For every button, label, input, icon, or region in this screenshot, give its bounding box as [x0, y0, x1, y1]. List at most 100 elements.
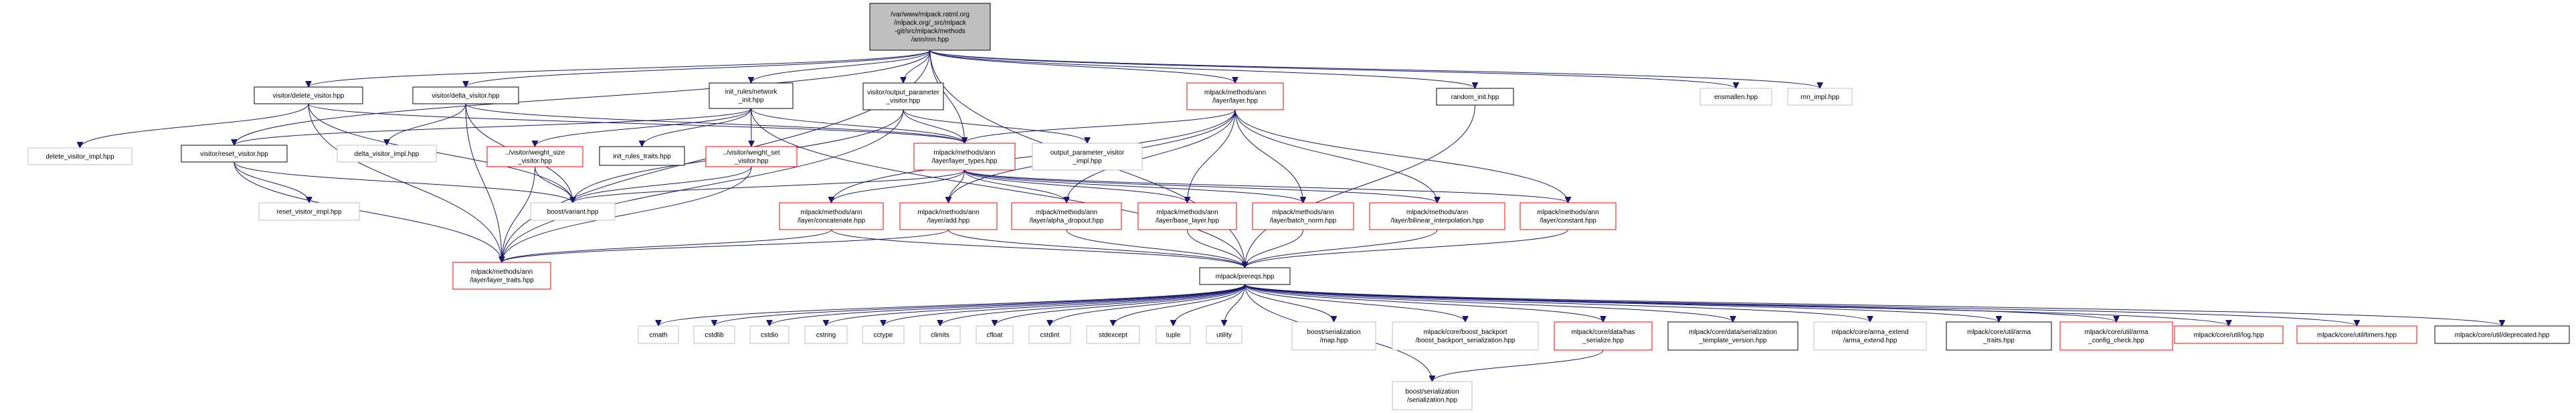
node-label-line: visitor/output_parameter: [867, 89, 940, 96]
edge-layer-types-to-bilinear-interpolation: [964, 169, 1438, 203]
node-rnn-impl[interactable]: rnn_impl.hpp: [1787, 88, 1853, 106]
node-label-line: /layer/layer.hpp: [1212, 98, 1258, 105]
node-root[interactable]: /var/www/mlpack.ratml.org/mlpack.org/_sr…: [869, 3, 991, 51]
node-label-line: cstdio: [761, 331, 779, 339]
node-box: [1186, 82, 1284, 110]
node-label-line: cctype: [874, 331, 893, 339]
node-concatenate[interactable]: mlpack/methods/ann/layer/concatenate.hpp: [779, 202, 884, 230]
node-delta-visitor-impl[interactable]: delta_visitor_impl.hpp: [337, 145, 437, 163]
node-box: [1086, 325, 1140, 344]
edge-network-init-to-layer-types: [751, 108, 965, 144]
node-weight-set-visitor[interactable]: ../visitor/weight_set_visitor.hpp: [705, 146, 798, 167]
edge-prereqs-to-cstdlib: [715, 284, 1245, 327]
node-utility[interactable]: utility: [1206, 325, 1243, 344]
node-cstdio[interactable]: cstdio: [749, 325, 790, 344]
node-label-line: _traits.hpp: [1983, 337, 2015, 345]
node-cctype[interactable]: cctype: [862, 325, 905, 344]
node-box: [2434, 325, 2570, 344]
node-ensmallen[interactable]: ensmallen.hpp: [1699, 88, 1772, 106]
node-climits[interactable]: climits: [919, 325, 961, 344]
node-box: [693, 325, 735, 344]
node-constant[interactable]: mlpack/methods/ann/layer/constant.hpp: [1520, 202, 1617, 230]
node-box: [1520, 202, 1617, 230]
edge-layer-types-to-batch-norm: [964, 169, 1303, 203]
node-delete-visitor-impl[interactable]: delete_visitor_impl.hpp: [27, 147, 132, 165]
node-output-parameter-visitor-impl[interactable]: output_parameter_visitor_impl.hpp: [1032, 143, 1143, 171]
edge-constant-to-prereqs: [1245, 229, 1568, 268]
node-random-init[interactable]: random_init.hpp: [1436, 88, 1514, 106]
node-layer-types[interactable]: mlpack/methods/ann/layer/layer_types.hpp: [913, 143, 1016, 171]
node-cstring[interactable]: cstring: [804, 325, 848, 344]
node-label-line: mlpack/prereqs.hpp: [1216, 273, 1275, 280]
node-cstdint[interactable]: cstdint: [1028, 325, 1071, 344]
node-layer[interactable]: mlpack/methods/ann/layer/layer.hpp: [1186, 82, 1284, 110]
node-arma-extend[interactable]: mlpack/core/arma_extend/arma_extend.hpp: [1813, 321, 1927, 351]
edge-reset-visitor-to-reset-visitor-impl: [234, 161, 309, 203]
node-base-layer[interactable]: mlpack/methods/ann/layer/base_layer.hpp: [1137, 202, 1237, 230]
node-reset-visitor[interactable]: visitor/reset_visitor.hpp: [181, 145, 288, 163]
node-arma-config-check[interactable]: mlpack/core/util/arma_config_check.hpp: [2059, 321, 2173, 351]
node-label-line: ../visitor/weight_size: [505, 149, 565, 157]
node-label-line: visitor/delete_visitor.hpp: [273, 92, 345, 100]
edge-prereqs-to-log: [1245, 284, 2229, 327]
node-cmath[interactable]: cmath: [638, 325, 679, 344]
edge-output-parameter-visitor-to-layer-traits: [502, 109, 904, 262]
node-label-line: mlpack/core/util/arma: [1967, 329, 2031, 336]
edge-add-to-layer-traits: [502, 229, 949, 263]
node-boost-backport[interactable]: mlpack/core/boost_backport/boost_backpor…: [1392, 321, 1539, 351]
node-box: [869, 3, 991, 51]
node-label-line: /boost_backport_serialization.hpp: [1416, 337, 1515, 345]
edge-prereqs-to-boost-backport: [1245, 284, 1466, 323]
node-label-line: ../visitor/weight_set: [723, 149, 779, 157]
node-tuple[interactable]: tuple: [1156, 325, 1191, 344]
node-output-parameter-visitor[interactable]: visitor/output_parameter_visitor.hpp: [862, 82, 944, 110]
node-cfloat[interactable]: cfloat: [976, 325, 1014, 344]
node-has-serialize[interactable]: mlpack/core/data/has_serialize.hpp: [1554, 321, 1653, 351]
edge-layer-types-to-base-layer: [964, 169, 1188, 203]
node-label-line: mlpack/core/util/log.hpp: [2193, 331, 2264, 339]
node-box: [254, 86, 363, 104]
node-delete-visitor[interactable]: visitor/delete_visitor.hpp: [254, 86, 363, 104]
edge-reset-visitor-to-layer-traits: [234, 161, 502, 262]
node-label-line: init_rules_traits.hpp: [613, 153, 671, 160]
node-box: [899, 202, 998, 230]
node-add[interactable]: mlpack/methods/ann/layer/add.hpp: [899, 202, 998, 230]
node-network-init[interactable]: init_rules/network_init.hpp: [709, 82, 794, 109]
node-layer-traits[interactable]: mlpack/methods/ann/layer/layer_traits.hp…: [452, 262, 551, 290]
node-deprecated[interactable]: mlpack/core/util/deprecated.hpp: [2434, 325, 2570, 344]
edge-reset-visitor-to-boost-variant: [234, 161, 573, 203]
node-box: [337, 145, 437, 163]
edge-layer-types-to-add: [949, 169, 965, 203]
node-stdexcept[interactable]: stdexcept: [1086, 325, 1140, 344]
node-label-line: ensmallen.hpp: [1714, 94, 1758, 101]
node-label-line: /mlpack.org/_src/mlpack: [894, 19, 967, 27]
node-delta-visitor[interactable]: visitor/delta_visitor.hpp: [412, 86, 519, 104]
node-init-rules-traits[interactable]: init_rules_traits.hpp: [599, 146, 685, 166]
node-box: [919, 325, 961, 344]
node-reset-visitor-impl[interactable]: reset_visitor_impl.hpp: [258, 202, 360, 221]
node-box: [913, 143, 1016, 171]
node-label-line: /layer/constant.hpp: [1540, 218, 1596, 225]
node-box: [1199, 267, 1291, 285]
node-log[interactable]: mlpack/core/util/log.hpp: [2174, 325, 2284, 344]
node-cstdlib[interactable]: cstdlib: [693, 325, 735, 344]
node-box: [862, 82, 944, 110]
node-bilinear-interpolation[interactable]: mlpack/methods/ann/layer/bilinear_interp…: [1369, 202, 1505, 230]
edge-root-to-reset-visitor: [234, 50, 931, 145]
node-box: [709, 82, 794, 109]
node-boost-serialization[interactable]: boost/serialization/serialization.hpp: [1392, 381, 1473, 410]
node-alpha-dropout[interactable]: mlpack/methods/ann/layer/alpha_dropout.h…: [1011, 202, 1122, 230]
node-label-line: delete_visitor_impl.hpp: [45, 153, 114, 161]
edge-base-layer-to-prereqs: [1187, 229, 1245, 268]
node-boost-serialization-map[interactable]: boost/serialization/map.hpp: [1291, 321, 1376, 351]
node-boost-variant[interactable]: boost/variant.hpp: [530, 202, 616, 221]
node-weight-size-visitor[interactable]: ../visitor/weight_size_visitor.hpp: [486, 146, 583, 167]
node-batch-norm[interactable]: mlpack/methods/ann/layer/batch_norm.hpp: [1252, 202, 1354, 230]
edge-weight-set-visitor-to-boost-variant: [573, 166, 752, 203]
node-arma-traits[interactable]: mlpack/core/util/arma_traits.hpp: [1946, 321, 2052, 351]
node-timers[interactable]: mlpack/core/util/timers.hpp: [2296, 325, 2417, 344]
node-serialization-template-version[interactable]: mlpack/core/data/serialization_template_…: [1667, 321, 1799, 351]
node-label-line: /layer/concatenate.hpp: [798, 218, 866, 225]
node-prereqs[interactable]: mlpack/prereqs.hpp: [1199, 267, 1291, 285]
